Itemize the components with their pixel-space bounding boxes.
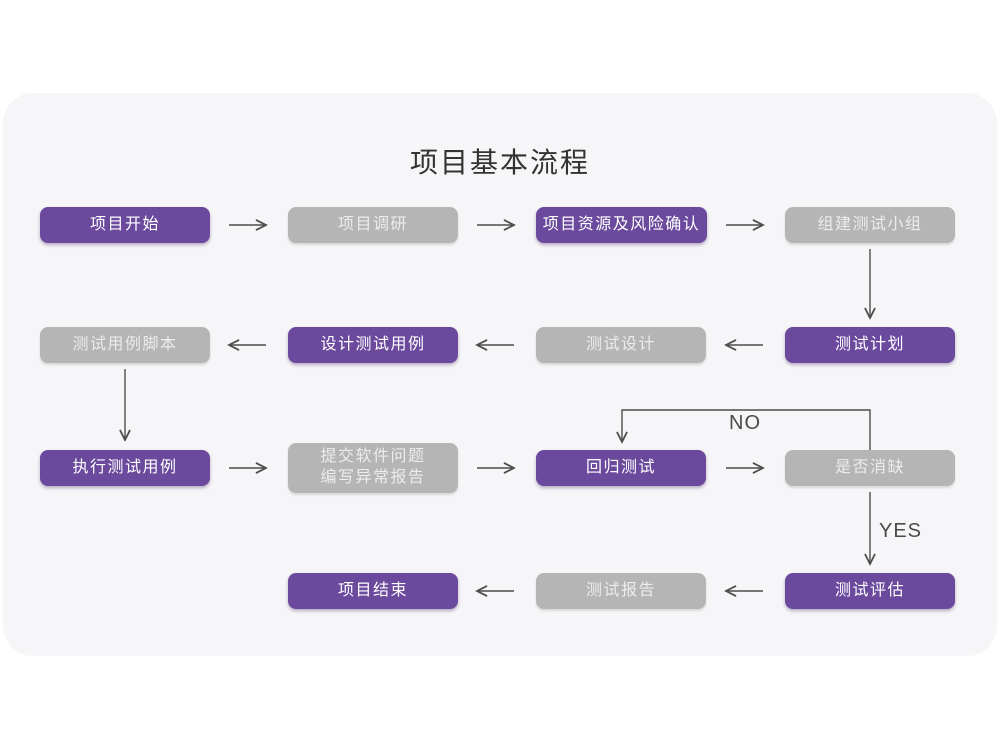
flow-node-regression-test: 回归测试 [536, 450, 706, 486]
edge-label-no: NO [729, 412, 761, 434]
edge-label-yes: YES [879, 520, 923, 542]
flow-node-test-report: 测试报告 [536, 573, 706, 609]
flow-node-project-research: 项目调研 [288, 207, 458, 243]
flow-node-defect-cleared: 是否消缺 [785, 450, 955, 486]
flow-node-submit-issue-report: 提交软件问题 编写异常报告 [288, 443, 458, 493]
flow-node-project-end: 项目结束 [288, 573, 458, 609]
flow-node-project-start: 项目开始 [40, 207, 210, 243]
flow-node-test-evaluate: 测试评估 [785, 573, 955, 609]
flow-node-case-script: 测试用例脚本 [40, 327, 210, 363]
diagram-title: 项目基本流程 [409, 147, 590, 178]
flow-node-resource-risk: 项目资源及风险确认 [536, 207, 707, 243]
flow-node-test-design: 测试设计 [536, 327, 706, 363]
flowchart-card [3, 93, 997, 656]
flow-node-build-test-team: 组建测试小组 [785, 207, 955, 243]
flow-node-design-test-case: 设计测试用例 [288, 327, 458, 363]
flow-node-test-plan: 测试计划 [785, 327, 955, 363]
flow-node-execute-test-case: 执行测试用例 [40, 450, 210, 486]
